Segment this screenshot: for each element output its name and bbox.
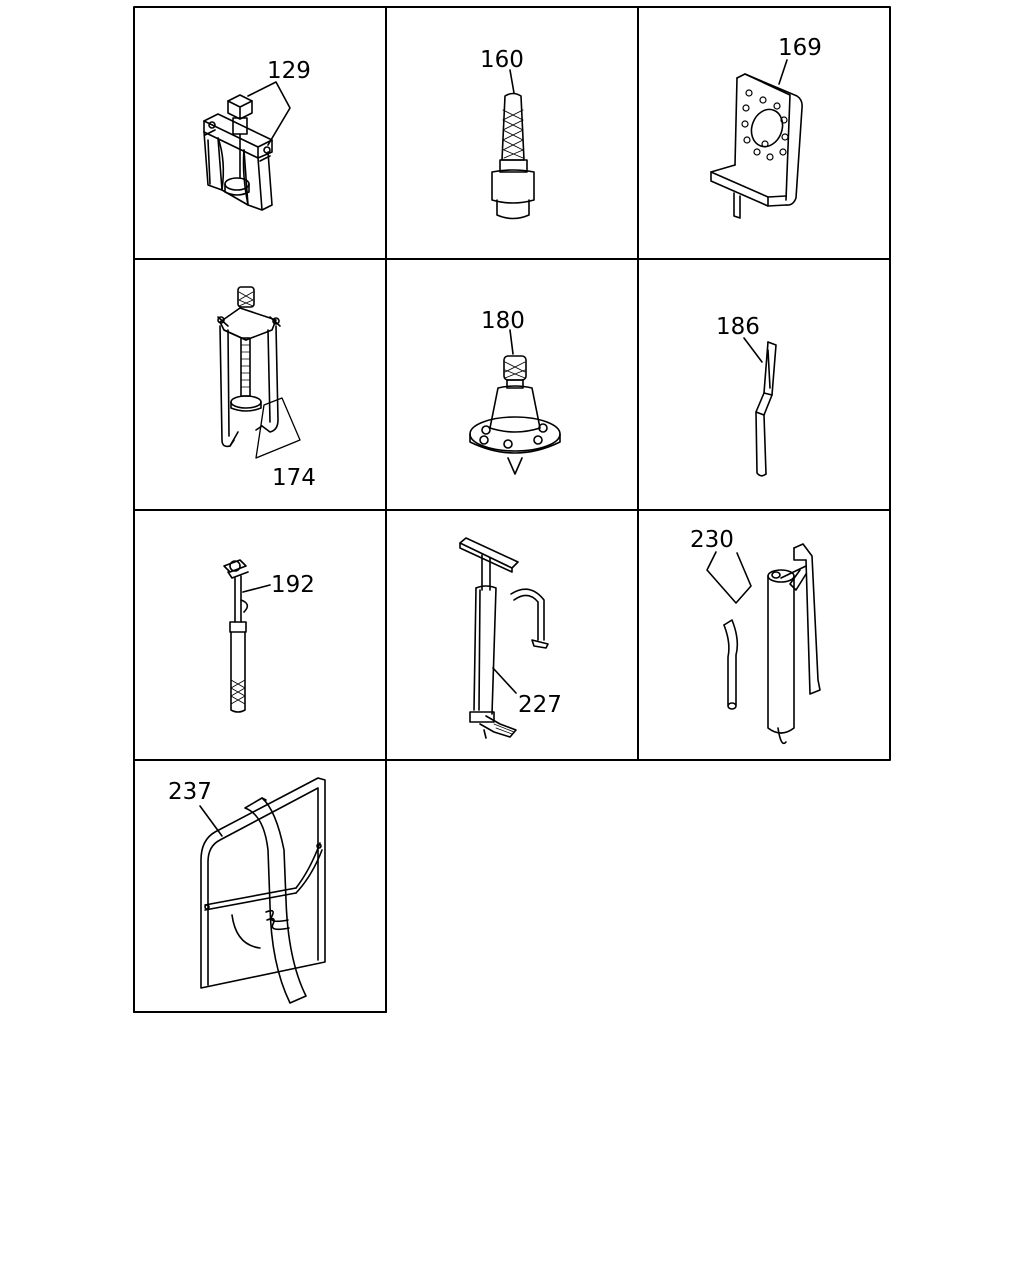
- part-label-160: 160: [480, 47, 524, 73]
- grid-lines: [133, 6, 891, 1013]
- part-label-180: 180: [481, 308, 525, 334]
- part-192: 192: [223, 559, 315, 713]
- knurl-pattern: [502, 109, 524, 159]
- part-160: 160: [480, 47, 535, 220]
- part-label-192: 192: [271, 572, 315, 598]
- jaw-puller-icon: [217, 286, 301, 459]
- mounting-bracket-icon: [710, 59, 803, 219]
- gear-puller-icon: [203, 81, 291, 211]
- part-186: 186: [716, 314, 777, 477]
- part-129: 129: [203, 58, 311, 211]
- part-169: 169: [710, 35, 822, 219]
- part-label-227: 227: [518, 692, 562, 718]
- tool-bag-icon: [199, 777, 326, 1004]
- part-237: 237: [168, 777, 326, 1004]
- part-label-169: 169: [778, 35, 822, 61]
- part-180: 180: [469, 308, 561, 475]
- flanged-installer-icon: [469, 329, 561, 475]
- knurled-drift-icon: [491, 69, 535, 220]
- part-227: 227: [459, 537, 562, 739]
- bolt-holes: [741, 89, 789, 161]
- bent-chisel-icon: [743, 337, 777, 477]
- part-230: 230: [690, 527, 821, 745]
- part-label-186: 186: [716, 314, 760, 340]
- part-label-174: 174: [272, 465, 316, 491]
- part-label-230: 230: [690, 527, 734, 553]
- part-label-129: 129: [267, 58, 311, 84]
- part-174: 174: [217, 286, 316, 491]
- grease-gun-icon: [706, 543, 821, 745]
- slide-hammer-icon: [223, 559, 271, 713]
- part-label-237: 237: [168, 779, 212, 805]
- hand-pump-icon: [459, 537, 549, 739]
